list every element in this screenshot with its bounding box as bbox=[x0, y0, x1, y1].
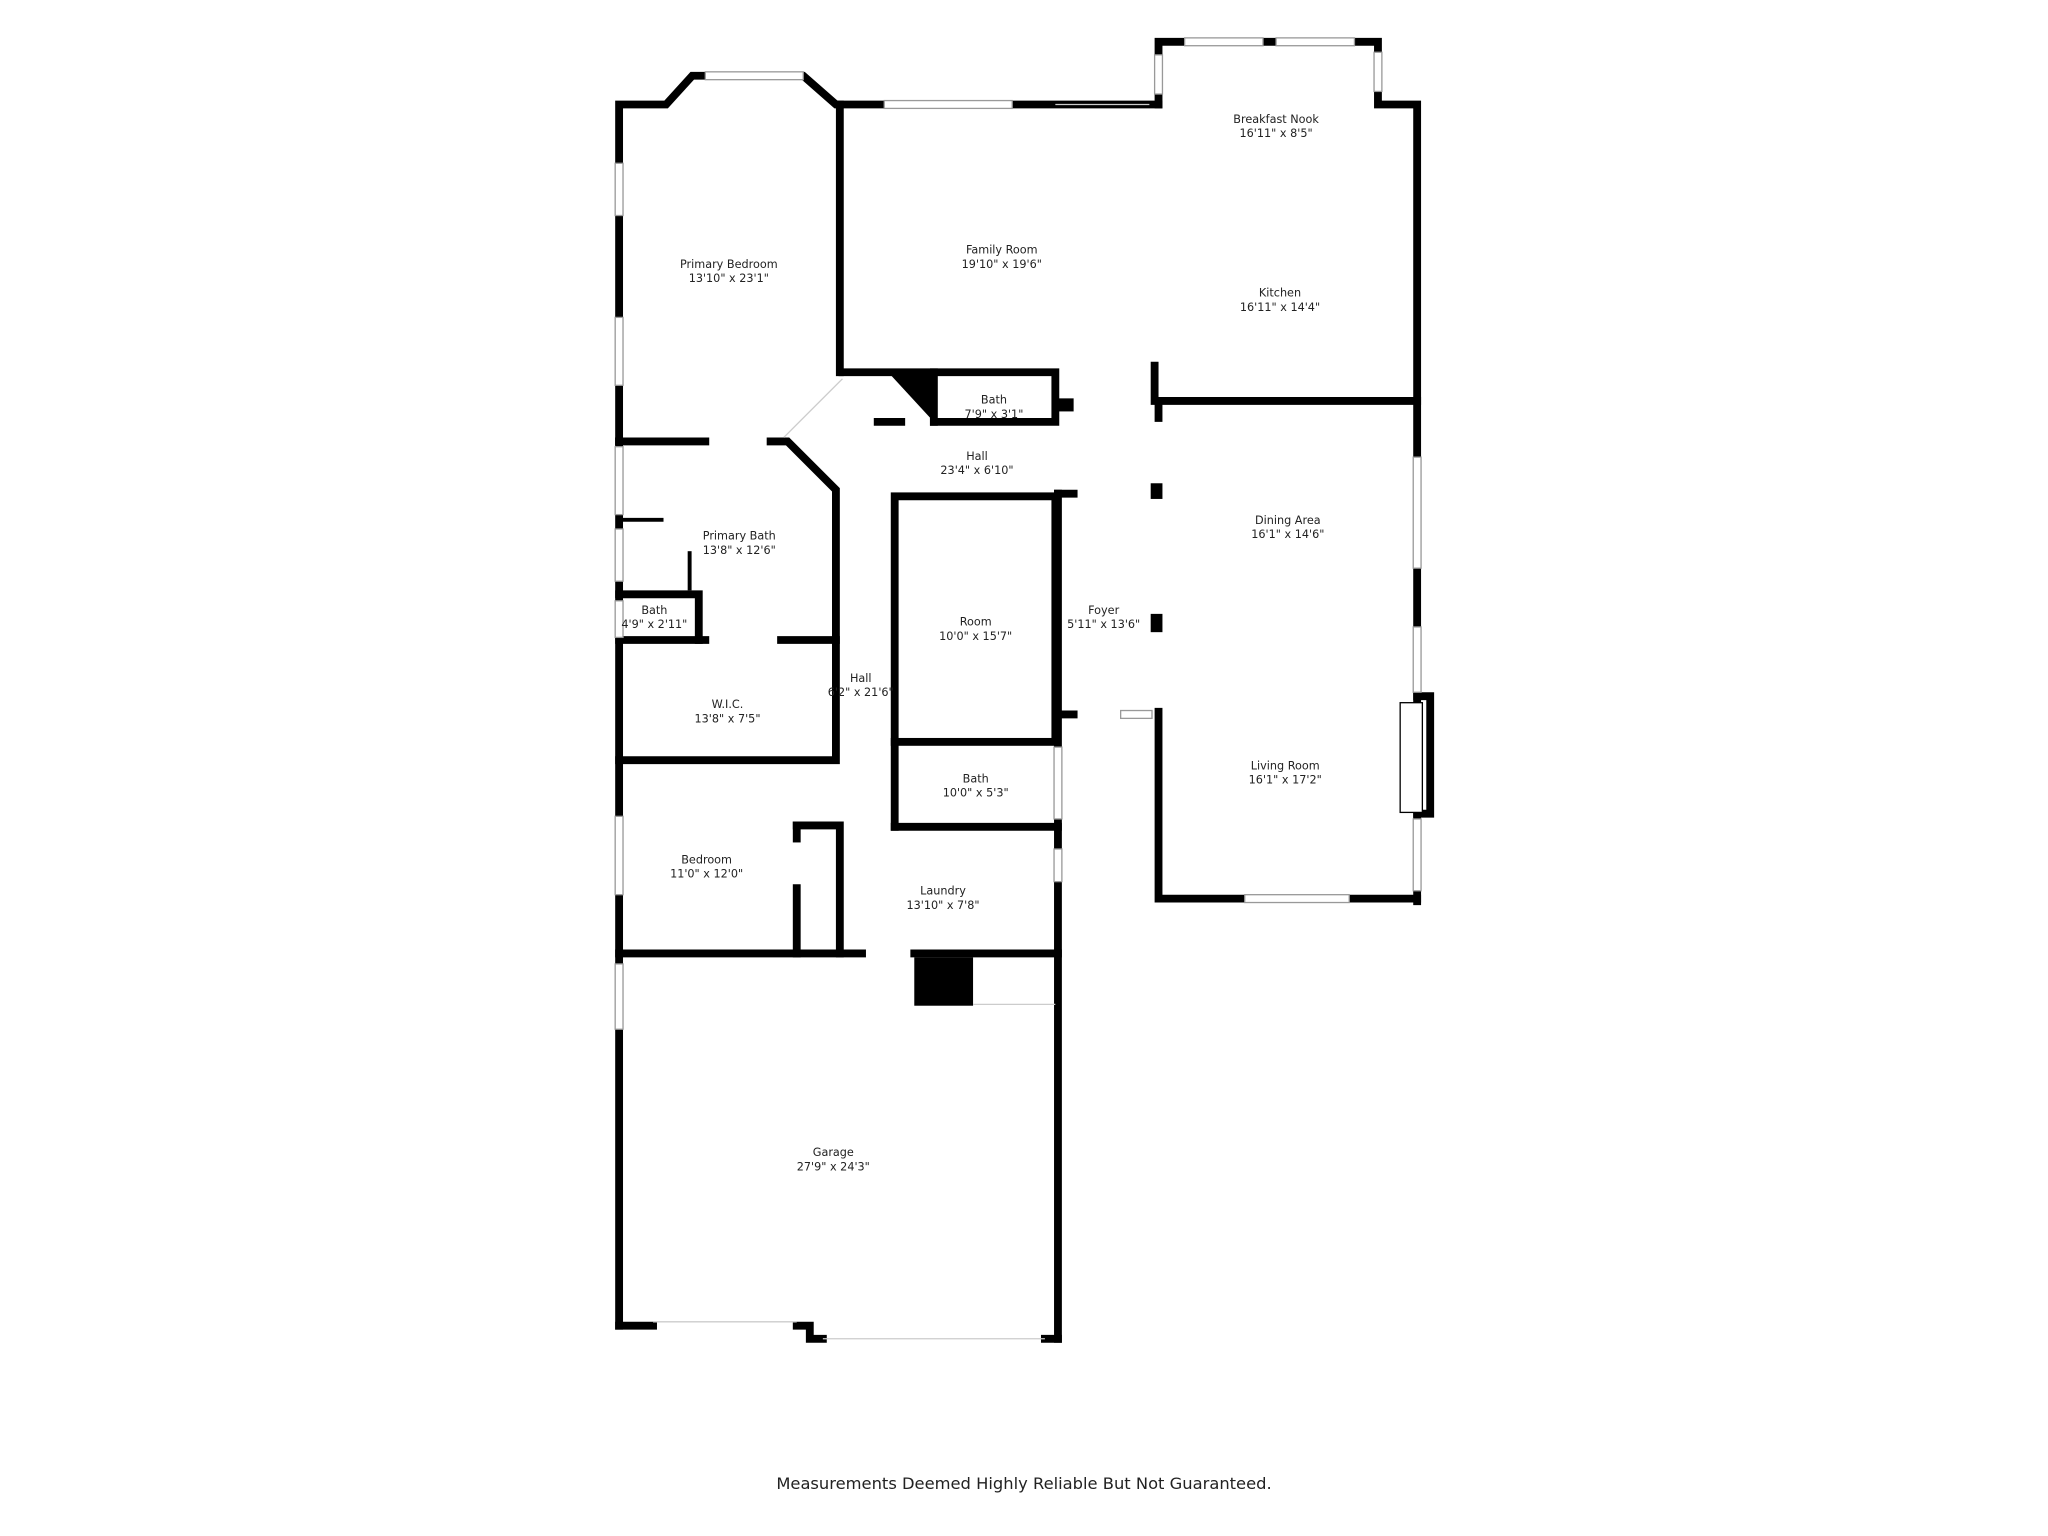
room-wic: W.I.C.13'8" x 7'5" bbox=[695, 698, 761, 725]
windows bbox=[614, 37, 1422, 1030]
walls bbox=[615, 37, 1435, 1343]
disclaimer-text: Measurements Deemed Highly Reliable But … bbox=[776, 1474, 1271, 1493]
